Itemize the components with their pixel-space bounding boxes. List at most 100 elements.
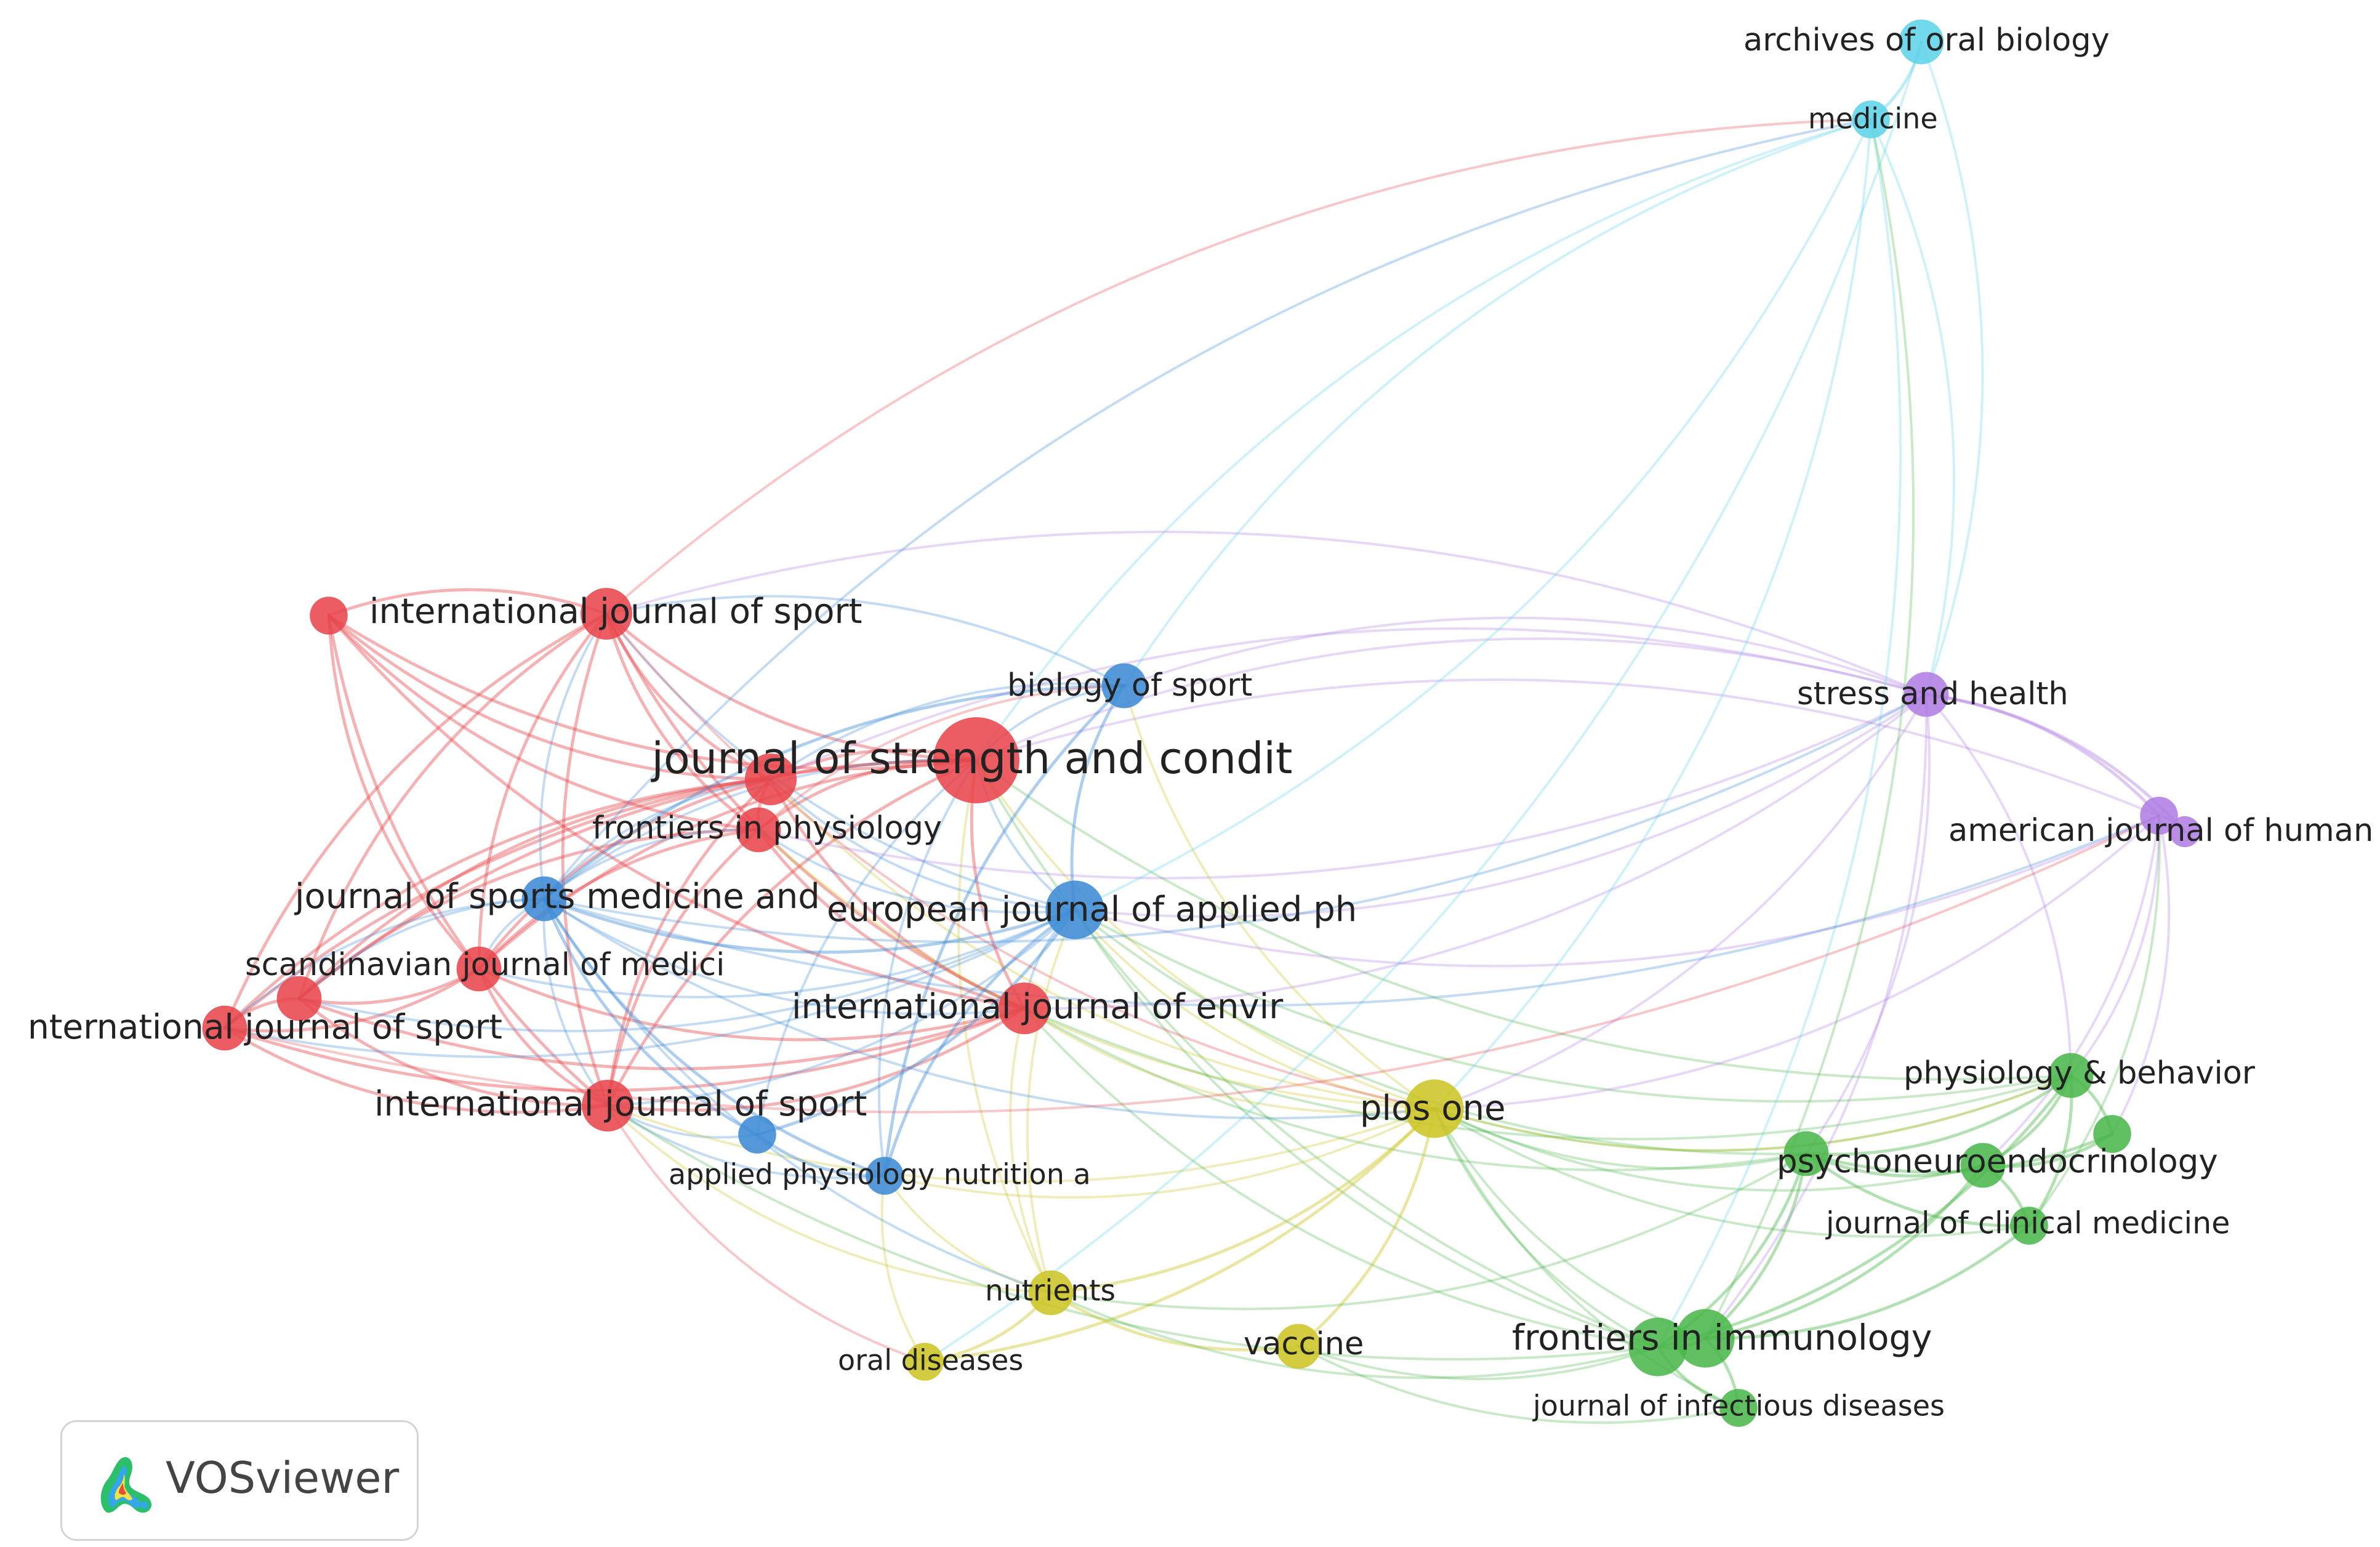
edge-plos-ijs_top (605, 613, 1436, 1110)
edge-jsc-ijs_top (605, 612, 978, 762)
node-jsc[interactable] (933, 717, 1019, 803)
edge-jsms-ejap (542, 897, 1077, 954)
edge-ijs_bottom-ijenv (606, 1007, 1026, 1112)
node-psycho2[interactable] (1960, 1143, 2006, 1188)
edge-jsc-physbeh (975, 759, 2072, 1081)
node-label-jsc: journal of strength and condit (651, 733, 1293, 784)
edge-psycho2-fi2 (1703, 1163, 1985, 1340)
edge-red_left-ejap (298, 909, 1076, 1032)
edge-jcm-fi2 (1703, 1224, 2031, 1340)
edge-ijs_top-frontiers_phys (605, 612, 760, 832)
node-ajhb[interactable] (2140, 797, 2178, 835)
node-psycho1[interactable] (1783, 1131, 1829, 1176)
node-vaccine[interactable] (1276, 1324, 1321, 1369)
edge-jsc-apnm (877, 759, 978, 1177)
node-blue_small[interactable] (738, 1115, 776, 1154)
node-label-fi1: frontiers in immunology (1512, 1318, 1932, 1359)
edge-jsc-medicine (975, 118, 1872, 761)
edge-bio_sport-ejap (1070, 684, 1126, 912)
edge-psycho1-stress (1805, 693, 1931, 1155)
edge-ijs_top-red_left (297, 612, 608, 1000)
node-red_mid[interactable] (745, 753, 797, 805)
edge-frontiers_phys-ejap (757, 829, 1076, 914)
edge-vaccine-jid (1297, 1345, 1740, 1424)
node-ejap[interactable] (1045, 880, 1104, 939)
node-label-psycho1: psychoneuroendocrinology (1777, 1143, 2218, 1181)
node-fi2[interactable] (1676, 1309, 1735, 1368)
edge-fi1-medicine (1657, 118, 1902, 1348)
edge-nutrients-vaccine (1049, 1291, 1300, 1352)
node-ijs_top[interactable] (581, 588, 632, 640)
node-ijenv[interactable] (999, 982, 1050, 1034)
node-fi1[interactable] (1628, 1317, 1687, 1376)
node-label-bio_sport: biology of sport (1007, 667, 1252, 704)
edge-red_mid-ijs_left (223, 778, 773, 1030)
node-label-jsms: journal of sports medicine and (294, 877, 820, 917)
edge-bio_sport-frontiers_phys (757, 685, 1125, 831)
edge-ijs_top-jsms (539, 613, 608, 900)
edge-nutrients-fi1 (1050, 1292, 1659, 1380)
node-scand[interactable] (456, 946, 502, 992)
node-stress[interactable] (1904, 672, 1949, 717)
edge-jsc-ijs_bottom (606, 758, 978, 1107)
edge-red_tl-red_mid (327, 614, 773, 781)
node-nutrients[interactable] (1028, 1270, 1074, 1316)
node-archives[interactable] (1899, 19, 1944, 65)
node-apnm[interactable] (866, 1157, 904, 1195)
edge-stress-archives (1920, 41, 1984, 696)
node-bio_sport[interactable] (1101, 663, 1147, 709)
node-ijs_bottom[interactable] (582, 1080, 633, 1131)
edge-red_tl-ijs_bottom (327, 614, 609, 1107)
edge-ijenv-plos (1023, 1007, 1436, 1114)
edge-frontiers_phys-stress (757, 693, 1928, 880)
edge-ajhb-ijs_left (223, 814, 2160, 1114)
edge-plos-psycho2 (1433, 1107, 1984, 1192)
node-physbeh[interactable] (2048, 1053, 2094, 1098)
edge-bio_sport-jsms (542, 684, 1126, 901)
edge-psycho2-ajhb (1982, 814, 2160, 1167)
edge-ijs_top-stress (605, 530, 1928, 696)
node-ajhb2[interactable] (2169, 816, 2201, 848)
edge-ajhb-jsms (543, 814, 2160, 1007)
vosviewer-logo-text: VOSviewer (166, 1453, 400, 1503)
node-green_small[interactable] (2093, 1115, 2131, 1153)
edge-plos-vaccine (1297, 1107, 1436, 1348)
edge-plos-jid (1433, 1107, 1740, 1409)
edge-stress-jsms (543, 693, 1928, 944)
edge-plos-oral_dis (923, 1107, 1436, 1364)
edge-red_mid-ijenv (769, 778, 1026, 1010)
edge-medicine-ijs_top (605, 118, 1872, 615)
edge-bio_sport-stress (1123, 616, 1928, 696)
node-ijs_left[interactable] (202, 1005, 247, 1051)
edge-ejap-apnm (883, 908, 1077, 1178)
node-red_left[interactable] (276, 976, 322, 1021)
edge-bio_sport-medicine (1123, 118, 1872, 687)
edge-apnm-plos (883, 1107, 1436, 1199)
edge-ijs_bottom-plos (606, 1104, 1436, 1183)
edge-ijenv-jsms (543, 898, 1026, 1016)
edge-frontiers_phys-ijenv (757, 828, 1026, 1010)
node-jcm[interactable] (2010, 1207, 2048, 1245)
vosviewer-logo-icon (100, 1457, 152, 1513)
node-red_tl[interactable] (310, 597, 348, 635)
node-frontiers_phys[interactable] (736, 807, 781, 853)
vosviewer-logo: VOSviewer (60, 1420, 419, 1541)
edge-ejap-stress (1074, 693, 1928, 918)
node-oral_dis[interactable] (906, 1343, 944, 1381)
edge-apnm-nutrients (883, 1175, 1052, 1294)
edge-red_mid-plos (770, 778, 1436, 1110)
edge-ejap-fi1 (1074, 909, 1659, 1348)
edge-red_mid-ejap (770, 778, 1076, 911)
node-medicine[interactable] (1852, 100, 1890, 139)
edge-red_mid-jsms (543, 778, 772, 900)
node-jid[interactable] (1719, 1389, 1758, 1427)
node-plos[interactable] (1405, 1079, 1464, 1138)
node-jsms[interactable] (521, 876, 567, 922)
node-label-plos: plos one (1360, 1088, 1506, 1128)
edge-plos-ajhb (1433, 814, 2160, 1110)
edge-red_mid-ijs_bottom (606, 778, 773, 1107)
edge-scand-ijenv (477, 967, 1026, 1042)
edge-scand-ijs_left (223, 967, 481, 1033)
edge-stress-ajhb (1924, 693, 2161, 818)
edge-red_tl-scand (327, 614, 481, 971)
